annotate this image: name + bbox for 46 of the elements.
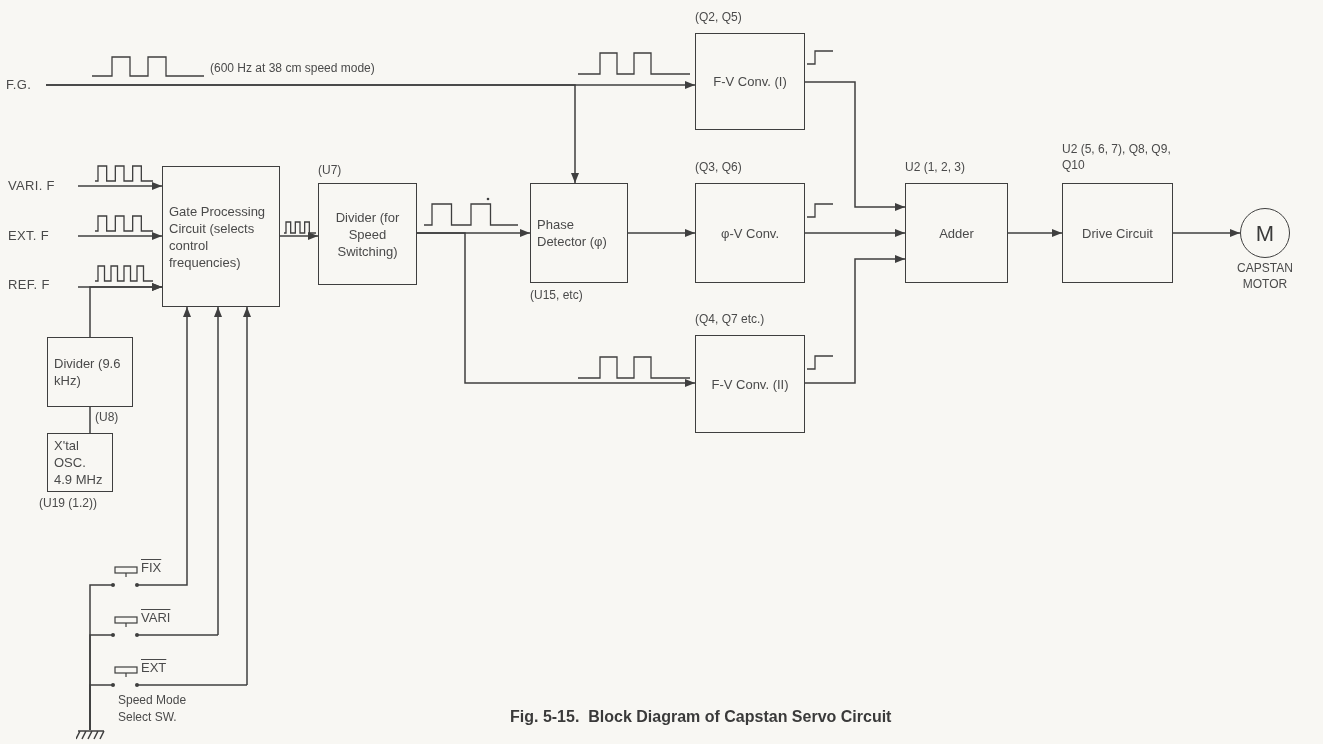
signal-arrow xyxy=(183,306,191,586)
block-box: Divider (for Speed Switching) xyxy=(318,183,417,285)
signal-arrow xyxy=(77,182,163,190)
signal-arrow xyxy=(416,232,696,387)
signal-arrow xyxy=(1007,229,1063,237)
signal-arrow xyxy=(1172,229,1241,237)
figure-caption: Fig. 5-15. Block Diagram of Capstan Servo Circuit xyxy=(510,707,892,727)
part-reference: CAPSTAN MOTOR xyxy=(1236,260,1294,292)
signal-arrow xyxy=(89,283,163,338)
signal-name: F.G. xyxy=(6,75,46,95)
push-switch: EXT xyxy=(105,658,247,688)
signal-arrow xyxy=(279,232,319,240)
part-reference: U2 (1, 2, 3) xyxy=(905,159,967,175)
signal-arrow xyxy=(627,229,696,237)
part-reference: U2 (5, 6, 7), Q8, Q9, Q10 xyxy=(1062,141,1172,173)
signal-arrow xyxy=(804,229,906,237)
push-switch: VARI xyxy=(105,608,218,638)
block-box: X'tal OSC. 4.9 MHz xyxy=(47,433,113,492)
part-reference: (U15, etc) xyxy=(530,287,584,303)
signal-arrow xyxy=(214,306,222,636)
block-box: Adder xyxy=(905,183,1008,283)
block-box: F-V Conv. (I) xyxy=(695,33,805,130)
signal-name: REF. F xyxy=(8,276,78,294)
part-reference: (U7) xyxy=(318,162,343,178)
signal-arrow xyxy=(77,232,163,240)
part-reference: (U19 (1.2)) xyxy=(39,495,98,511)
block-box: Drive Circuit xyxy=(1062,183,1173,283)
push-switch: FIX xyxy=(105,558,186,588)
part-reference: (U8) xyxy=(95,409,120,425)
block-box: Phase Detector (φ) xyxy=(530,183,628,283)
block-box: Divider (9.6 kHz) xyxy=(47,337,133,407)
note-text: (600 Hz at 38 cm speed mode) xyxy=(210,60,375,77)
ground-symbol xyxy=(76,730,106,740)
signal-name: VARI. F xyxy=(8,177,78,195)
signal-name: EXT. F xyxy=(8,227,78,245)
signal-arrow xyxy=(804,255,906,384)
signal-arrow xyxy=(45,84,579,184)
signal-arrow xyxy=(243,306,251,686)
signal-arrow xyxy=(804,81,906,211)
block-box: F-V Conv. (II) xyxy=(695,335,805,433)
note-text: Speed Mode Select SW. xyxy=(118,692,188,726)
part-reference: (Q3, Q6) xyxy=(695,159,743,175)
block-box: Gate Processing Circuit (selects control frequencies) xyxy=(162,166,280,307)
part-reference: (Q2, Q5) xyxy=(695,9,743,25)
part-reference: (Q4, Q7 etc.) xyxy=(695,311,766,327)
block-box: φ-V Conv. xyxy=(695,183,805,283)
